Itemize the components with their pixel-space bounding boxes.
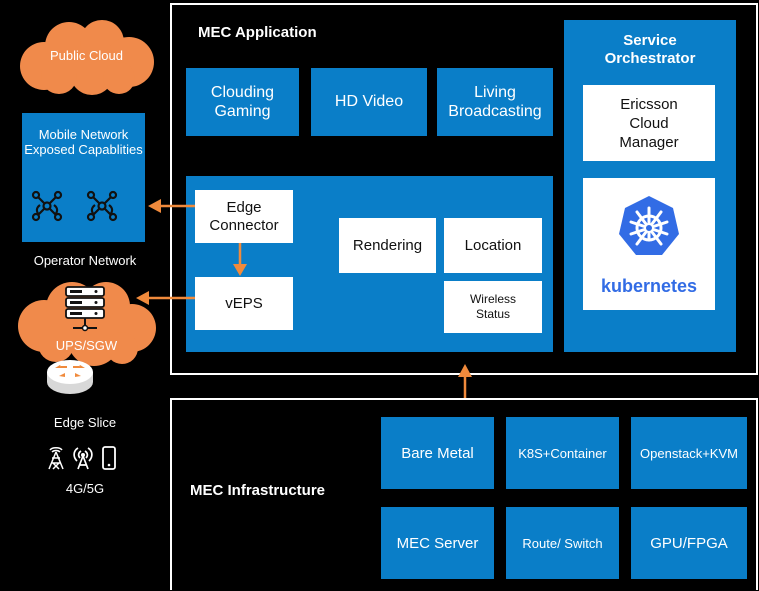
- app-living-broadcasting: Living Broadcasting: [437, 68, 553, 136]
- smartphone-icon: [102, 446, 116, 470]
- infra-bare-metal: Bare Metal: [381, 417, 494, 489]
- cloud-icon: [20, 20, 154, 95]
- infra-gpu-fpga: GPU/FPGA: [631, 507, 747, 579]
- mec-application-title: MEC Application: [198, 24, 317, 41]
- kubernetes-helm-icon: [619, 196, 679, 255]
- veps-box: vEPS: [195, 277, 293, 330]
- kubernetes-label: kubernetes: [600, 275, 698, 296]
- app-clouding-gaming: Clouding Gaming: [186, 68, 299, 136]
- public-cloud: Public Cloud: [14, 18, 159, 96]
- infra-mec-server: MEC Server: [381, 507, 494, 579]
- mec-infrastructure-title: MEC Infrastructure: [190, 482, 326, 499]
- mobile-network-box: Mobile Network Exposed Capablities: [22, 113, 145, 242]
- router-icon: [47, 360, 93, 394]
- server-rack-icon: [65, 286, 105, 332]
- edge-connector-box: Edge Connector: [195, 190, 293, 243]
- edge-slice-label: Edge Slice: [53, 414, 117, 430]
- wireless-status-box: Wireless Status: [444, 281, 542, 333]
- operator-network-label: Operator Network: [33, 252, 137, 268]
- network-node-icon: [86, 190, 118, 222]
- radio-label: 4G/5G: [65, 480, 105, 496]
- ups-sgw-cloud: UPS/SGW: [14, 278, 159, 370]
- kubernetes-box: kubernetes: [583, 178, 715, 310]
- network-node-icon: [31, 190, 63, 222]
- infra-route-switch: Route/ Switch: [506, 507, 619, 579]
- antenna-icon: [73, 447, 93, 470]
- infra-k8s-container: K8S+Container: [506, 417, 619, 489]
- public-cloud-label: Public Cloud: [50, 47, 123, 63]
- cell-tower-icon: [48, 447, 64, 470]
- infra-openstack-kvm: Openstack+KVM: [631, 417, 747, 489]
- ups-sgw-label: UPS/SGW: [55, 337, 118, 353]
- mec-infrastructure-frame: [170, 398, 758, 590]
- ericsson-cloud-manager-box: Ericsson Cloud Manager: [583, 85, 715, 161]
- mobile-network-label: Mobile Network Exposed Capablities: [24, 127, 143, 157]
- app-hd-video: HD Video: [311, 68, 427, 136]
- service-orchestrator-title: Service Orchestrator: [604, 32, 696, 67]
- location-box: Location: [444, 218, 542, 273]
- rendering-box: Rendering: [339, 218, 436, 273]
